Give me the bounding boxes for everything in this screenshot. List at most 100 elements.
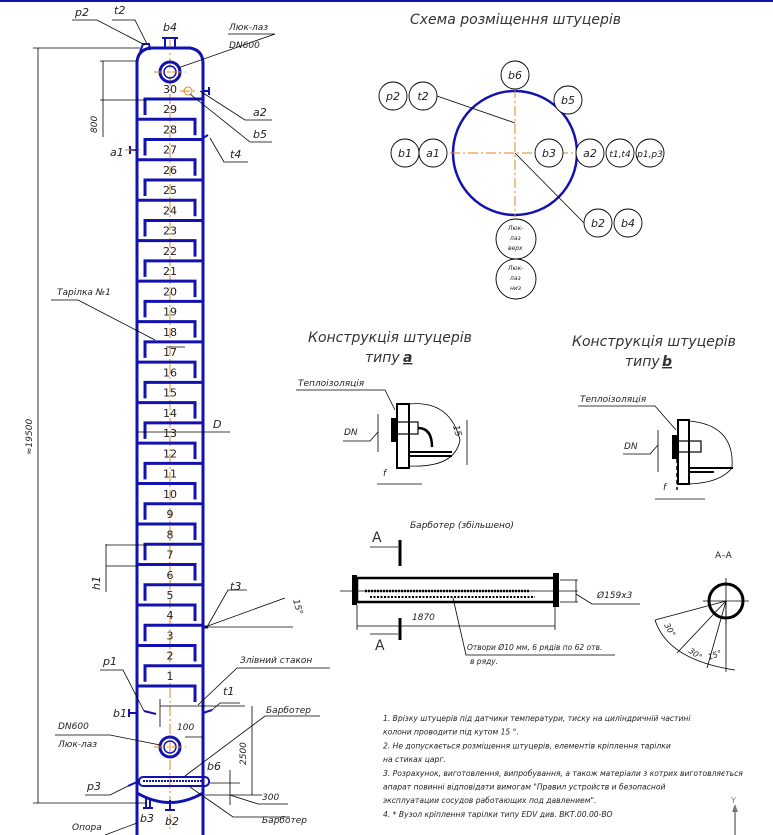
tray-number: 13 xyxy=(163,427,177,440)
label-h1: h1 xyxy=(90,576,103,590)
type-b-insulation: Теплоізоляція xyxy=(580,395,647,405)
sparger-in-column xyxy=(138,776,210,787)
label-b5: b5 xyxy=(253,128,267,141)
tray-number: 28 xyxy=(163,123,177,136)
tray xyxy=(137,603,197,621)
tray-number: 22 xyxy=(163,245,177,258)
section-mark-top: A xyxy=(372,530,382,546)
tray-number: 12 xyxy=(163,447,177,460)
tray-number: 5 xyxy=(167,589,174,602)
label-b6: b6 xyxy=(207,760,221,773)
type-b-letter: b xyxy=(662,354,672,370)
sparger-length: 1870 xyxy=(412,613,435,623)
bubble-p1p3 xyxy=(635,138,665,168)
label-tray-1: Тарілка №1 xyxy=(57,288,111,298)
tray xyxy=(137,522,197,541)
angle-30-a: 30° xyxy=(662,622,677,639)
bubble-b3 xyxy=(534,138,564,168)
label-overall-height: ≈19500 xyxy=(25,419,35,455)
tray xyxy=(137,360,197,379)
tray-number: 24 xyxy=(163,204,177,217)
tray-number: 10 xyxy=(163,488,177,501)
tray-number: 19 xyxy=(163,306,177,319)
column-dimensions xyxy=(33,19,330,835)
bubble-manhole-bottom xyxy=(495,258,537,300)
tray xyxy=(143,97,203,115)
note-line: апарат повинні відповідати вимогам "Прав… xyxy=(383,783,665,792)
bubble-t2 xyxy=(408,81,438,111)
section-aa-title: A–A xyxy=(715,551,733,561)
sparger-holes-note: Отвори Ø10 мм, 6 рядів по 62 отв. xyxy=(467,643,602,652)
label-manhole-bottom: Люк-лаз xyxy=(57,740,97,750)
tray-number: 1 xyxy=(167,670,174,683)
tray-number: 20 xyxy=(163,285,177,298)
label-dim-300: 300 xyxy=(262,793,279,803)
tray xyxy=(143,623,203,642)
bubble-label-b5: b5 xyxy=(561,94,575,107)
label-a2: a2 xyxy=(253,106,267,119)
bubble-label-b1: b1 xyxy=(398,147,412,160)
technical-notes: 1. Врізку штуцерів під датчики температу… xyxy=(383,714,743,819)
type-b-dn: DN xyxy=(624,442,638,452)
label-p2: p2 xyxy=(74,6,89,19)
tray xyxy=(143,380,203,399)
tray xyxy=(137,684,197,702)
type-b-title: Конструкція штуцерів xyxy=(572,334,736,350)
tray xyxy=(137,482,197,500)
bubble-manhole-bottom-line2: лаз xyxy=(509,275,521,282)
tray xyxy=(137,320,197,338)
angle-15: 15° xyxy=(707,649,723,662)
bubble-a1 xyxy=(418,138,448,168)
label-b1: b1 xyxy=(113,707,127,720)
label-t3: t3 xyxy=(230,580,241,593)
label-support: Опора xyxy=(72,823,102,833)
bubble-label-a1: a1 xyxy=(426,147,440,160)
tray-number: 17 xyxy=(163,346,177,359)
tray xyxy=(143,583,203,601)
note-line: 4. * Вузол кріплення тарілки типу EDV ди… xyxy=(383,810,613,819)
note-line: на стиках царг. xyxy=(383,755,446,764)
bubble-manhole-bottom-line1: Люк- xyxy=(507,265,523,272)
bubble-label-p2: p2 xyxy=(385,90,400,103)
note-line: 3. Розрахунок, виготовлення, випробуванн… xyxy=(383,769,743,778)
tray-number: 29 xyxy=(163,103,177,116)
label-t2: t2 xyxy=(114,4,125,17)
scheme-title: Схема розміщення штуцерів xyxy=(410,12,621,28)
type-a-letter: a xyxy=(403,350,412,366)
sparger-diameter: Ø159x3 xyxy=(596,590,633,601)
tray xyxy=(143,299,203,318)
tray-number: 2 xyxy=(167,650,174,663)
label-dn600-bottom: DN600 xyxy=(58,722,89,732)
tray xyxy=(137,643,197,662)
top-border xyxy=(0,0,773,2)
type-a-f: f xyxy=(383,469,388,479)
tray-number: 6 xyxy=(167,569,174,582)
label-dim-100: 100 xyxy=(177,723,194,733)
bubble-label-p1p3: p1,p3 xyxy=(636,150,663,160)
tray-number: 3 xyxy=(167,629,174,642)
type-b-f: f xyxy=(663,483,668,493)
bubble-label-b6: b6 xyxy=(508,69,522,82)
tray xyxy=(137,401,197,419)
type-a-insulation: Теплоізоляція xyxy=(298,379,365,389)
tray xyxy=(143,218,203,237)
nozzle-p2-t2 xyxy=(139,43,151,53)
section-mark-bottom: A xyxy=(375,638,385,654)
tray xyxy=(143,502,203,520)
nozzle-type-a-detail: Конструкція штуцерів типу a Теплоізоляці… xyxy=(296,330,472,485)
nozzle-p1 xyxy=(143,710,157,715)
tray xyxy=(137,441,197,460)
tray-numbers: 3029282726252423222120191817161514131211… xyxy=(163,83,177,683)
label-diameter: D xyxy=(213,418,221,431)
nozzle-layout-scheme: Схема розміщення штуцерів b6 p2 t2 b5 b1 a1 b3… xyxy=(378,12,665,300)
tray-number: 26 xyxy=(163,164,177,177)
tray xyxy=(143,461,203,480)
tray xyxy=(137,239,197,257)
tray xyxy=(143,178,203,196)
tray-number: 16 xyxy=(163,366,177,379)
tray-number: 7 xyxy=(167,549,174,562)
tray xyxy=(137,563,197,581)
bubble-label-b3: b3 xyxy=(542,147,556,160)
bubble-label-t2: t2 xyxy=(417,90,428,103)
